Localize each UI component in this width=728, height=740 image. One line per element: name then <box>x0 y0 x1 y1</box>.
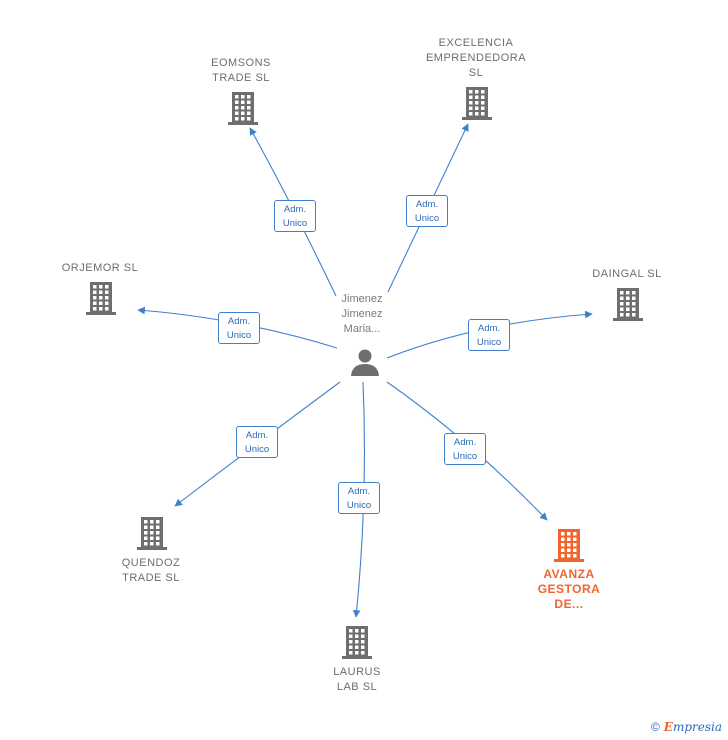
building-icon[interactable] <box>137 517 167 550</box>
company-name-orjemor[interactable]: ORJEMOR SL <box>61 262 139 274</box>
role-badge-daingal: Adm. Unico <box>468 319 510 351</box>
company-name-quendoz[interactable]: QUENDOZ TRADE SL <box>121 557 181 584</box>
person-icon[interactable] <box>351 349 379 377</box>
company-name-laurus[interactable]: LAURUS LAB SL <box>333 666 381 693</box>
company-name-excelencia[interactable]: EXCELENCIA EMPRENDEDORA SL <box>425 37 527 79</box>
brand-initial: E <box>663 720 673 734</box>
company-name-eomsons[interactable]: EOMSONS TRADE SL <box>211 57 271 84</box>
person-name[interactable]: Jimenez Jimenez Maria... <box>341 293 383 335</box>
brand-logo: ©Empresia <box>651 720 722 734</box>
role-badge-eomsons: Adm. Unico <box>274 200 316 232</box>
building-icon[interactable] <box>342 626 372 659</box>
company-name-daingal[interactable]: DAINGAL SL <box>592 268 662 280</box>
company-name-avanza[interactable]: AVANZA GESTORA DE... <box>537 567 601 611</box>
role-badge-excelencia: Adm. Unico <box>406 195 448 227</box>
building-icon[interactable] <box>554 529 584 562</box>
brand-name: mpresia <box>672 720 722 734</box>
role-badge-quendoz: Adm. Unico <box>236 426 278 458</box>
building-icon[interactable] <box>613 288 643 321</box>
role-badge-orjemor: Adm. Unico <box>218 312 260 344</box>
copyright-symbol: © <box>650 720 660 734</box>
building-icon[interactable] <box>228 92 258 125</box>
role-badge-laurus: Adm. Unico <box>338 482 380 514</box>
role-badge-avanza: Adm. Unico <box>444 433 486 465</box>
building-icon[interactable] <box>86 282 116 315</box>
building-icon[interactable] <box>462 87 492 120</box>
